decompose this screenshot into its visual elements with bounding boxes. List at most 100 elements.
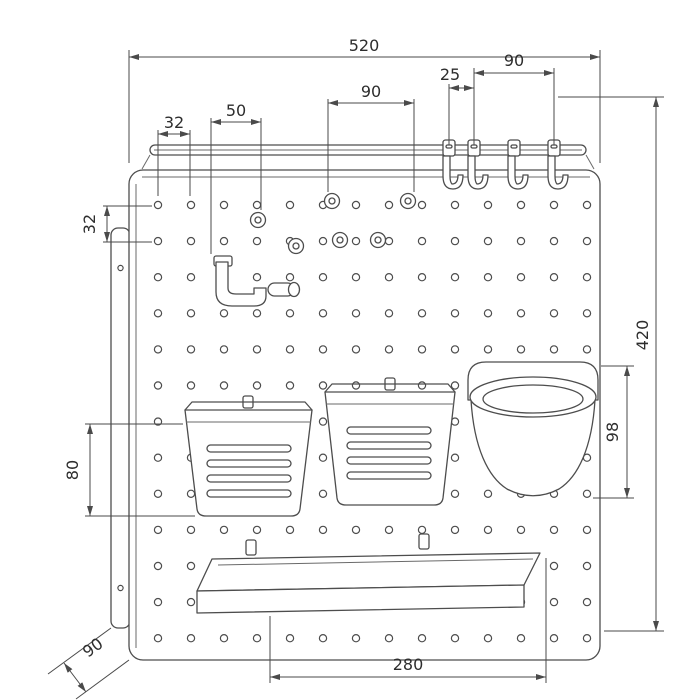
dim-shelf-width: 280 [269,558,547,683]
peg-hole [582,561,592,571]
peg-hole [219,309,229,318]
peg-hole [318,309,328,318]
peg-hole [318,345,328,354]
peg-hole [252,525,262,535]
peg-hole [285,381,295,390]
dim-board-height-label: 420 [633,320,652,351]
peg-hole [516,345,526,354]
peg-hole [417,525,427,535]
peg-hole [483,236,493,246]
peg-hole [285,309,295,318]
wall-plate-hole [117,264,124,272]
peg-hole [153,634,163,643]
peg [287,237,305,255]
peg-hole [483,634,493,643]
peg-hole [153,273,163,282]
peg-hole [186,634,196,643]
peg-hole [219,525,229,535]
rail-right-connector [585,154,595,170]
hook-clip-slot [470,144,478,149]
peg-hole [549,200,559,210]
peg-hole [186,273,196,282]
hook-clip-slot [510,144,518,149]
shelf-clip [245,539,257,556]
cup-rim-inner [482,384,584,414]
peg-hole [351,273,361,282]
hook-clip-slot [550,144,558,149]
peg [369,231,387,249]
peg-hole [450,525,460,535]
dim-board-height: 420 [558,96,664,632]
dim-total-width-label: 520 [349,36,380,55]
peg-hole [483,273,493,282]
peg-hole [549,345,559,354]
peg-hole [516,273,526,282]
peg [399,192,417,210]
peg-hole [516,309,526,318]
peg-hole [450,309,460,318]
peg-hole [285,634,295,643]
peg-hole [252,634,262,643]
peg-hole [516,236,526,246]
cup-body-fill [471,400,595,496]
u-hook-roller-end [287,281,301,298]
peg-hole [384,200,394,210]
peg-hole [549,273,559,282]
basket-slot [206,474,292,483]
hook [467,139,489,190]
peg-hole [351,309,361,318]
peg-hole [582,345,592,354]
peg-hole [384,525,394,535]
peg-hole [186,597,196,607]
peg-hole [285,200,295,210]
peg-hole [219,381,229,390]
peg-hole [219,634,229,643]
peg-hole [285,273,295,282]
peg-hole [186,236,196,246]
u-hook [213,255,301,307]
shelf-clip [418,533,430,550]
peg-hole [186,489,196,498]
peg-hole [450,345,460,354]
peg-hole [384,345,394,354]
peg-hole [219,236,229,246]
peg-hole [351,634,361,643]
peg [331,231,349,249]
peg-hole [252,381,262,390]
peg-hole [549,309,559,318]
peg-hole [351,381,361,390]
dim-basket-height: 80 [63,423,195,517]
dim-shelf-width-label: 280 [393,655,424,674]
peg-hole [483,200,493,210]
peg-hole [153,345,163,354]
dim-hole-spacing-horizontal-label: 32 [164,113,184,132]
peg-hole [318,381,328,390]
hook-body [442,155,464,190]
peg-hole [450,200,460,210]
peg [249,211,267,229]
basket-slot [346,441,432,450]
peg-hole [153,525,163,535]
peg-hole [450,273,460,282]
dim-hook-group-width-label: 90 [504,51,524,70]
basket-slot [206,444,292,453]
peg-hole [285,345,295,354]
wall-plate-strip [110,227,131,629]
shelf [196,533,541,614]
dim-cup-holder-height: 98 [593,365,634,499]
peg-hole [483,489,493,498]
peg-hole [351,200,361,210]
peg-hole [153,453,163,462]
cup-body-outline [470,399,596,497]
peg [323,192,341,210]
peg-hole [153,381,163,390]
hook [507,139,529,190]
basket-slot [346,456,432,465]
peg-hole [186,561,196,571]
wall-plate-hole [117,584,124,592]
hook-body [547,155,569,190]
peg-hole [252,309,262,318]
peg-hole [153,417,163,426]
peg-hole [252,273,262,282]
peg-hole [582,200,592,210]
